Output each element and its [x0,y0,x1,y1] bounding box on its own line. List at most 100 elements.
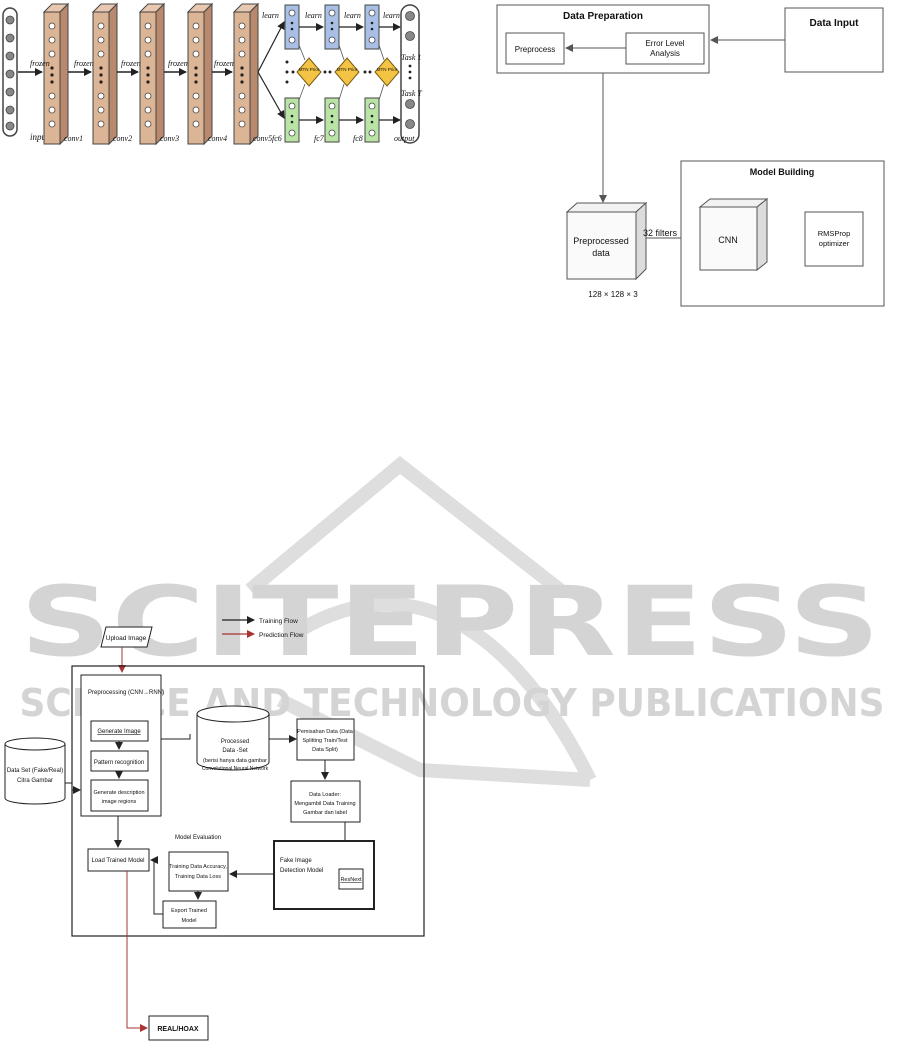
input-label: input [30,132,49,142]
result-box [148,1015,209,1041]
split-label-1: Pemisahan Data (Data [297,729,354,735]
data-splitting-box [296,718,355,761]
generate-description-box [90,779,149,812]
figure-fake-detection-flow: Training Flow Prediction Flow Upload Ima… [4,616,425,1041]
fc-label-8: fc8 [353,134,363,143]
processed-label-4: Convolutional Neural Network [202,766,269,772]
edge-label-3: frozen [121,59,141,68]
fake-model-label-1: Fake Image [280,858,312,864]
input-neurons [5,15,15,131]
upload-image-shape [100,626,153,648]
top-learn-1: learn [305,11,322,20]
legend-prediction-label: Prediction Flow [259,632,304,639]
cnn-label: CNN [718,235,738,245]
loader-label-3: Gambar dan label [303,810,347,816]
rmsprop-box [804,211,864,267]
conv-label-5: conv5 [253,134,272,143]
pattern-label: Pattern recognition [94,760,144,766]
training-accuracy-box [168,851,229,892]
filters-label: 32 filters [643,228,678,238]
conv-label-3: conv3 [160,134,179,143]
mtn-prior-diamond-2 [334,57,360,87]
generate-image-label: Generate Image [97,729,141,735]
taskT-fc-row [284,97,401,143]
processed-label-3: (berisi hanya data gambar [203,758,267,764]
export-trained-model-box [162,900,217,929]
split-label-2: Splitting Train/Test [303,738,348,744]
preprocess-box [505,32,565,65]
edge-label-6: learn [262,11,279,20]
pipeline-frame [71,665,425,937]
top-learn-2: learn [344,11,361,20]
data-input-label: Data Input [810,18,860,29]
rmsprop-label-1: RMSProp [818,229,851,238]
resnext-label: ResNext [340,877,362,883]
output-layer [400,4,420,144]
ela-label-2: Analysis [650,49,680,58]
conv-label-1: conv1 [64,134,83,143]
preprocess-label: Preprocess [515,45,555,54]
top-learn-3: learn [383,11,400,20]
edge-label-4: frozen [168,59,188,68]
resnext-box [338,868,364,890]
accuracy-label-2: Training Data Loss [175,874,221,880]
mtn-label-2: MTN Prior [337,67,358,72]
figure-ela-pipeline: Data Preparation Preprocess Error Level … [496,4,885,307]
edge-label-1: frozen [30,59,50,68]
mtn-prior-row [285,44,411,101]
ela-label-1: Error Level [645,39,684,48]
task1-fc-row [284,4,401,50]
conv-block-1 [42,2,70,146]
conv-block-4 [186,2,214,146]
watermark-tagline: SCIENCE AND TECHNOLOGY PUBLICATIONS [20,681,885,725]
mtn-prior-diamond-3 [374,57,400,87]
edge-label-5: frozen [214,59,234,68]
accuracy-label-1: Training Data Accuracy, [169,864,227,870]
fc-label-6: fc6 [272,134,282,143]
output-neurons [405,11,415,129]
data-input-box [784,7,884,73]
processed-label-2: Data -Set [222,748,248,754]
dataset-label-2: Citra Gambar [17,778,53,784]
generate-description-label-2: image regions [102,799,137,805]
model-building-title: Model Building [750,167,815,177]
generate-description-label-1: Generate description [93,790,144,796]
preprocessed-label-1: Preprocessed [573,236,629,246]
watermark-brand: SCITEPRESS [20,566,880,678]
dataset-cylinder [4,737,66,805]
conv-label-2: conv2 [113,134,132,143]
cnn-cube [698,197,769,272]
mtn-label-1: MTN Prior [299,67,320,72]
processed-label-1: Processed [221,739,249,745]
conv-block-2 [91,2,119,146]
load-trained-model-label: Load Trained Model [91,858,144,864]
edge-label-2: frozen [74,59,94,68]
dataset-label-1: Data Set (Fake/Real) [7,768,63,774]
export-label-2: Model [182,918,197,924]
result-label: REAL/HOAX [157,1026,199,1033]
figure-multitask-network: input [2,2,422,146]
loader-label-2: Mengambil Data Training [294,801,355,807]
model-evaluation-label: Model Evaluation [175,835,221,841]
processed-dataset-cylinder [196,705,270,771]
mtn-prior-diamond-1 [296,57,322,87]
dims-label: 128 × 128 × 3 [588,290,638,299]
mtn-label-3: MTN Prior [377,67,398,72]
conv-label-4: conv4 [208,134,227,143]
upload-image-label: Upload Image [106,635,147,642]
watermark: SCITEPRESS SCIENCE AND TECHNOLOGY PUBLIC… [20,456,885,787]
preprocessed-label-2: data [592,248,610,258]
task-label-1: Task 1 [401,53,421,62]
fake-model-label-2: Detection Model [280,868,323,874]
data-loader-box [290,780,361,823]
legend-training-label: Training Flow [259,618,298,625]
preprocessing-label: Preprocessing (CNN→RNN) [88,690,164,696]
conv-block-5 [232,2,260,146]
loader-label-1: Data Loader: [309,792,341,798]
load-trained-model-box [87,848,150,872]
fc-label-7: fc7 [314,134,325,143]
export-label-1: Export Trained [171,908,207,914]
preprocessed-data-cube [565,201,648,281]
ela-box [625,32,705,65]
